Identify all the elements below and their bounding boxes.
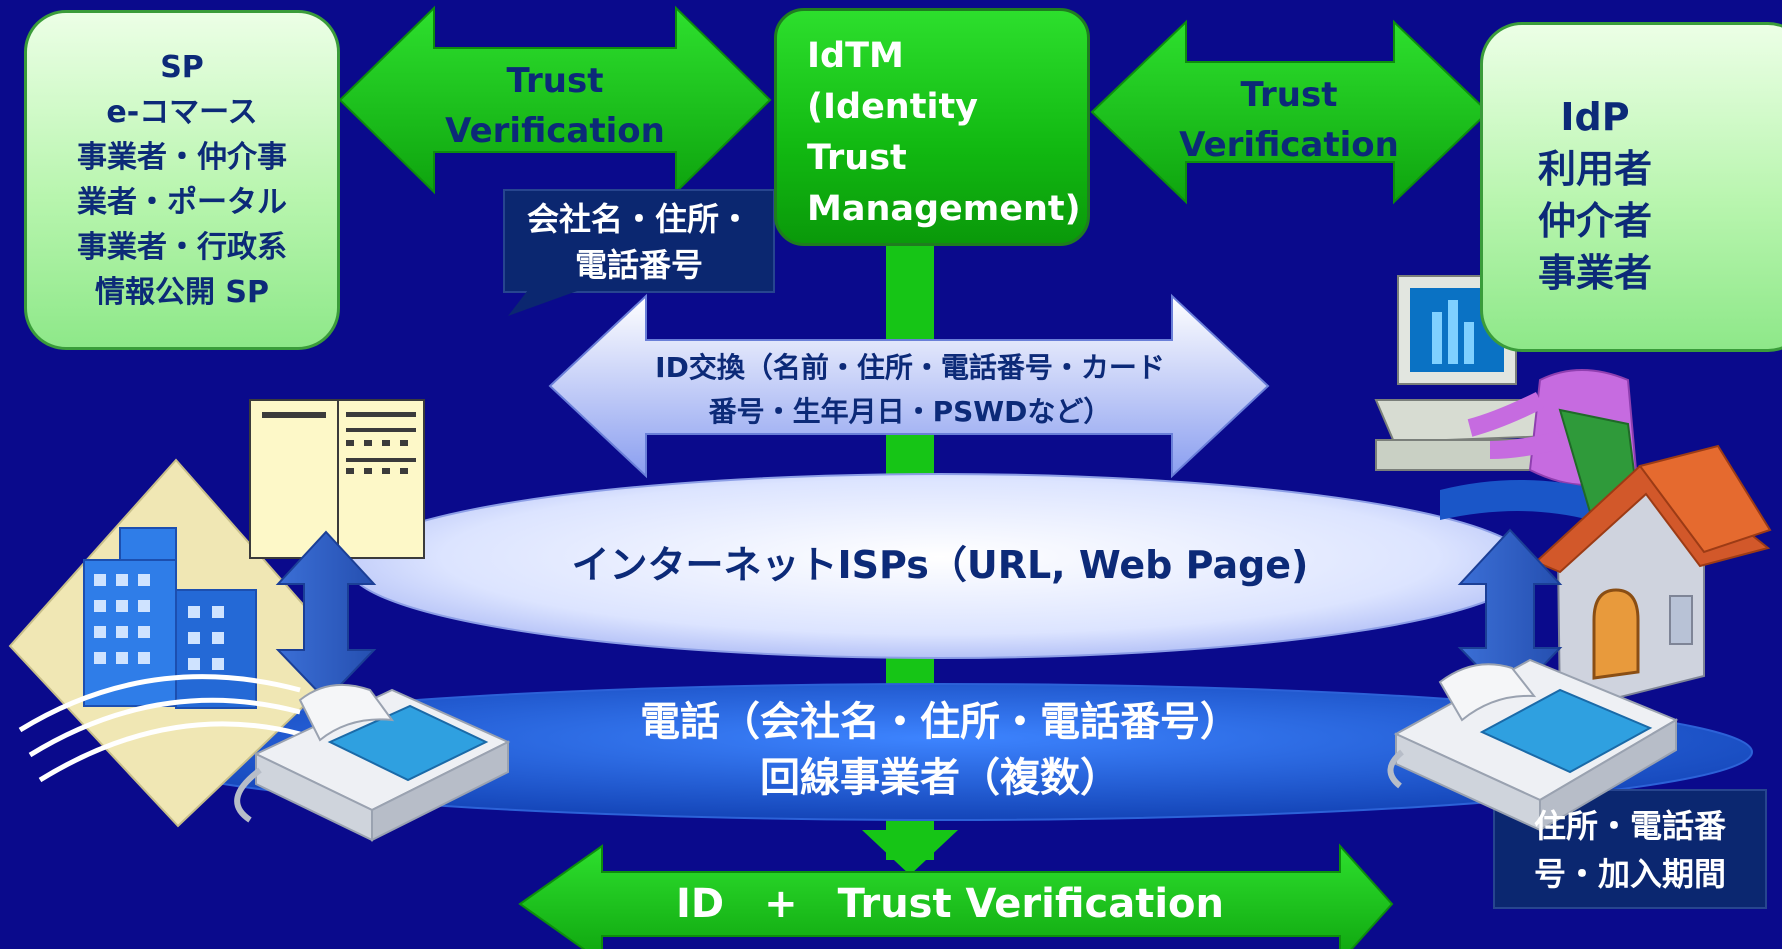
callout-left: 会社名・住所・ 電話番号 (508, 196, 770, 288)
sp-line-5: 事業者・行政系 (77, 230, 287, 265)
trust-left-line-1: Trust (506, 61, 604, 101)
idtm-box: IdTM (Identity Trust Management) (774, 8, 1090, 246)
telephone-left-icon (234, 683, 511, 842)
id-exchange-label: ID交換（名前・住所・電話番号・カード 番号・生年月日・PSWDなど） (600, 346, 1220, 434)
telephone-label: 電話（会社名・住所・電話番号） 回線事業者（複数） (560, 694, 1320, 806)
callout-left-line-1: 会社名・住所・ (526, 200, 751, 238)
telephone-line-1: 電話（会社名・住所・電話番号） (640, 699, 1240, 745)
callout-left-shape (503, 189, 775, 316)
callout-right-line-2: 号・加入期間 (1533, 855, 1726, 893)
trust-arrow-left (338, 5, 772, 195)
down-arrow-head (862, 830, 958, 875)
server-document-icon (249, 399, 425, 559)
idp-line-4: 事業者 (1537, 251, 1652, 295)
idtm-line-3: Management) (807, 189, 1081, 229)
trust-label-right: Trust Verification (1172, 70, 1406, 170)
id-exchange-arrow (548, 293, 1270, 479)
callout-left-line-2: 電話番号 (574, 246, 703, 284)
sp-line-1: SP (160, 50, 204, 85)
trust-left-line-2: Verification (445, 111, 665, 151)
office-building-icon (8, 458, 354, 828)
idtm-line-1: IdTM (807, 36, 904, 76)
sp-line-6: 情報公開 SP (94, 275, 270, 310)
idp-line-3: 仲介者 (1537, 199, 1652, 243)
sp-box: SP e-コマース 事業者・仲介事 業者・ポータル 事業者・行政系 情報公開 S… (24, 10, 340, 350)
sp-line-2: e-コマース (106, 95, 258, 130)
id-exchange-line-1: ID交換（名前・住所・電話番号・カード (655, 351, 1165, 384)
internet-label: インターネットISPs（URL, Web Page) (571, 543, 1309, 587)
trust-right-line-2: Verification (1179, 125, 1399, 165)
callout-right: 住所・電話番 号・加入期間 (1498, 802, 1762, 898)
bottom-arrow (518, 843, 1394, 949)
trust-right-line-1: Trust (1240, 75, 1338, 115)
bottom-arrow-label: ID + Trust Verification (675, 881, 1225, 927)
idp-box: IdP 利用者 仲介者 事業者 (1480, 22, 1782, 352)
sp-line-3: 事業者・仲介事 (77, 140, 287, 175)
sp-line-4: 業者・ポータル (77, 185, 287, 220)
trust-label-left: Trust Verification (440, 56, 670, 156)
idp-line-2: 利用者 (1537, 147, 1652, 191)
callout-right-line-1: 住所・電話番 (1533, 807, 1726, 845)
idtm-line-2: (Identity Trust (807, 87, 979, 178)
idp-line-1: IdP (1560, 95, 1630, 139)
id-exchange-line-2: 番号・生年月日・PSWDなど） (708, 395, 1112, 428)
telephone-right-icon (1387, 658, 1679, 832)
telephone-line-2: 回線事業者（複数） (760, 755, 1120, 801)
